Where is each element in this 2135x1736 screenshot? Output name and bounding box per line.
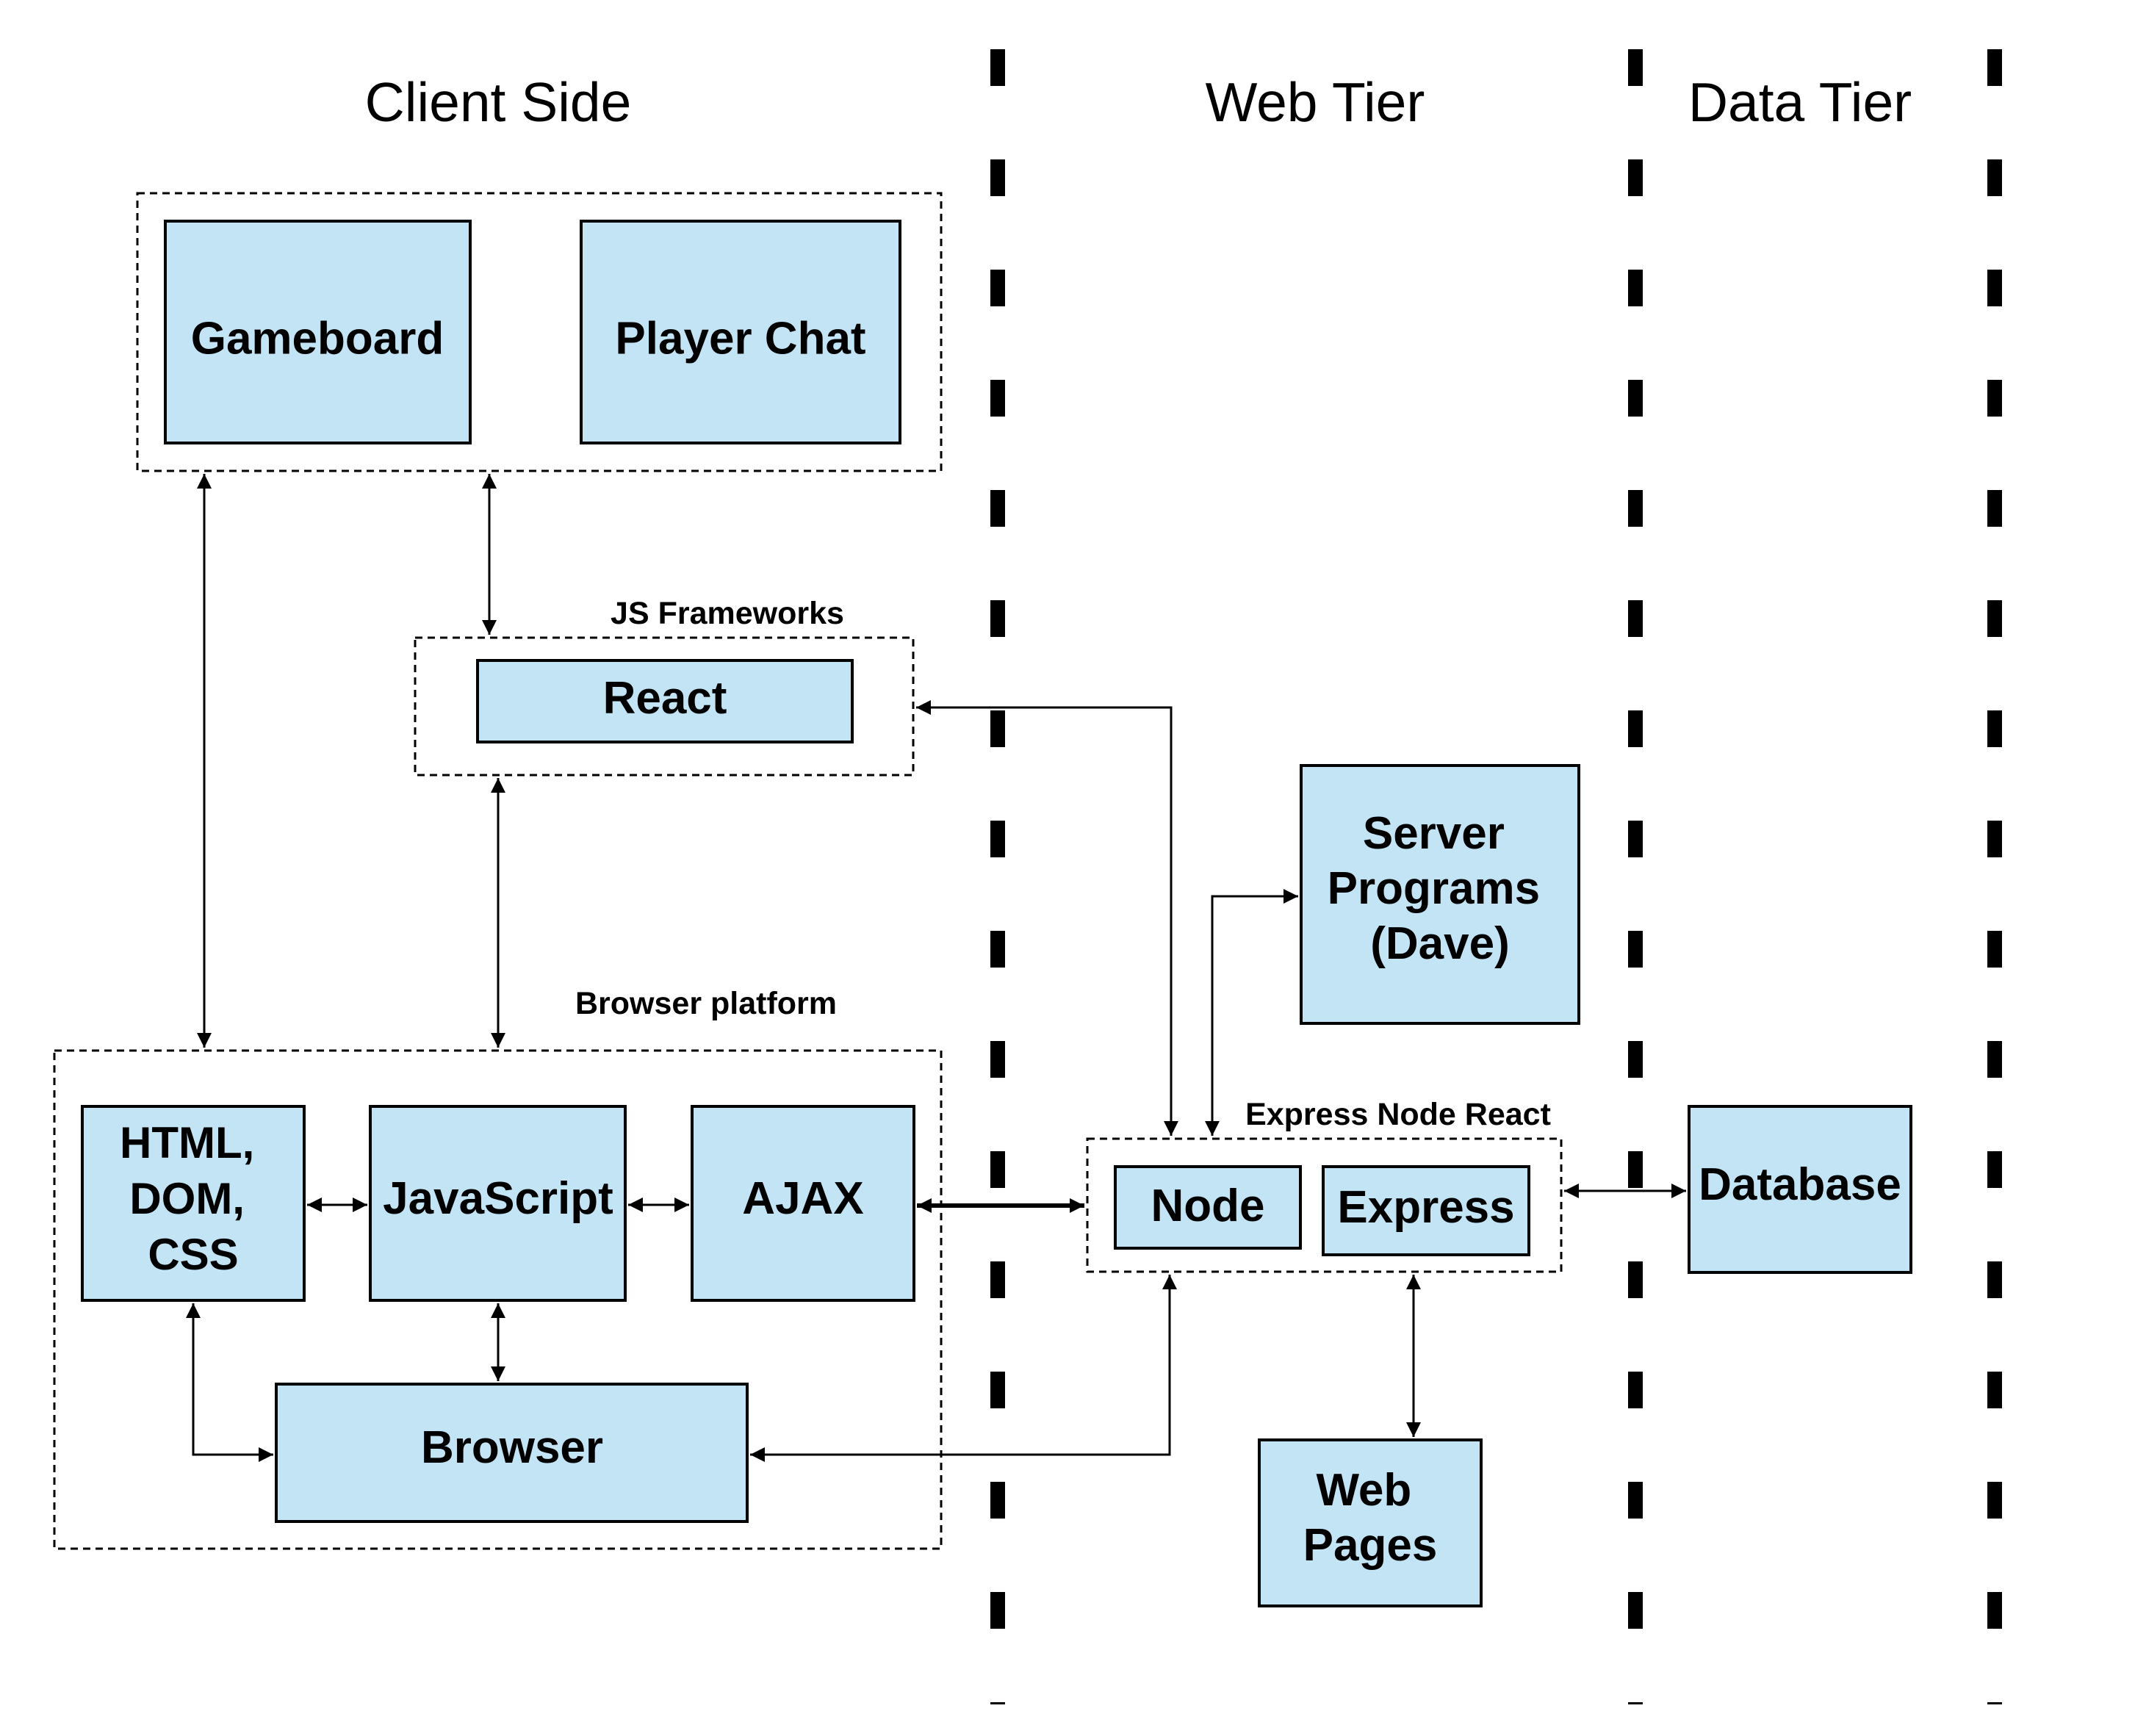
server-programs-line-2: Programs [1328,863,1540,914]
svg-text:AJAX: AJAX [742,1173,863,1224]
group-label-js-frameworks: JS Frameworks [611,596,844,631]
svg-text:Browser: Browser [421,1422,603,1473]
group-express-node-react [1086,1137,1563,1273]
node-ajax: AJAX [691,1105,915,1302]
tier-title-data-tier: Data Tier [1688,71,1912,133]
node-html-dom-css: HTML, DOM, CSS [81,1105,306,1302]
node-server-programs: Server Programs (Dave) [1300,764,1580,1025]
group-label-browser-platform: Browser platform [575,986,837,1021]
svg-text:Web Pages: Web Pages [1303,1465,1438,1571]
node-node: Node [1114,1165,1302,1250]
node-javascript: JavaScript [369,1105,627,1302]
group-browser-platform [53,1049,943,1550]
svg-text:Gameboard: Gameboard [191,313,444,364]
node-gameboard: Gameboard [164,220,472,444]
node-player-chat: Player Chat [580,220,901,444]
svg-text:Node: Node [1151,1181,1265,1231]
html-dom-css-line-1: HTML, [120,1118,254,1167]
svg-text:JavaScript: JavaScript [383,1173,613,1224]
web-pages-line-1: Web [1317,1465,1412,1516]
svg-text:HTML, DOM, CSS: HTML, DOM, CSS [120,1118,267,1279]
html-dom-css-line-2: DOM, [129,1174,245,1223]
svg-text:Player Chat: Player Chat [615,313,865,364]
node-react: React [476,659,854,743]
svg-text:React: React [603,673,727,724]
connector-react-to-node [916,700,1178,1136]
connector-browser-to-node [750,1275,1177,1462]
connector-node-to-server-programs [1205,889,1298,1136]
web-pages-line-2: Pages [1303,1520,1438,1571]
node-web-pages: Web Pages [1258,1438,1483,1607]
group-js-frameworks [414,636,915,777]
node-express: Express [1322,1165,1530,1256]
connector-html-to-browser [186,1303,273,1462]
server-programs-line-1: Server [1363,808,1505,859]
group-label-express-node-react: Express Node React [1245,1097,1551,1132]
svg-text:Database: Database [1699,1159,1901,1210]
svg-text:Server Programs (D: Server Programs (Dave) [1328,808,1553,969]
tier-title-web-tier: Web Tier [1206,71,1425,133]
svg-text:Express: Express [1337,1182,1514,1233]
html-dom-css-line-3: CSS [148,1230,238,1279]
group-top-client [136,192,943,472]
tier-title-client-side: Client Side [365,71,632,133]
server-programs-line-3: (Dave) [1370,918,1510,969]
node-browser: Browser [275,1383,749,1523]
node-database: Database [1688,1105,1912,1274]
